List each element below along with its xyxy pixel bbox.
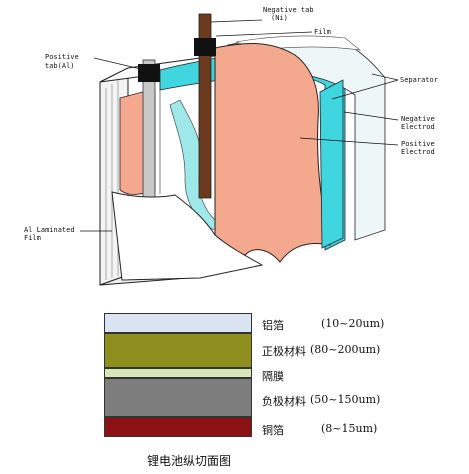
layer-thickness-0: (10~20um): [321, 317, 385, 330]
layer-negative-material: [104, 378, 252, 417]
separator-label: Separator: [400, 76, 438, 84]
negative-electrode-front: [319, 79, 344, 249]
front-laminate: [111, 191, 264, 281]
positive-tab: [138, 59, 160, 201]
negative-electrode-label-2: Electrod: [401, 123, 435, 131]
positive-tab-label: Positive: [45, 53, 79, 61]
negative-electrode-label: Negative: [401, 115, 435, 123]
negative-tab-material-label: (Ni): [271, 14, 288, 22]
layer-copper-foil: [104, 417, 252, 437]
leader-lines: [80, 19, 399, 232]
negative-tab-label: Negative tab: [263, 6, 314, 14]
layer-name-2: 隔膜: [262, 370, 284, 383]
layer-thickness-1: (80~200um): [310, 343, 381, 356]
layer-positive-material: [104, 333, 252, 368]
film-label: Film: [314, 28, 331, 36]
al-laminated-label: Al Laminated: [24, 226, 75, 234]
layer-thickness-4: (8~15um): [321, 422, 378, 435]
layer-name-1: 正极材料: [262, 345, 306, 358]
positive-tab-material-label: tab(Al): [45, 62, 75, 70]
layer-name-3: 负极材料: [262, 395, 306, 408]
layer-separator: [104, 368, 252, 378]
al-laminated-label-2: Film: [24, 234, 41, 242]
positive-electrode-label-2: Electrod: [401, 148, 435, 156]
layer-name-0: 铝箔: [262, 319, 284, 332]
caption: 锂电池纵切面图: [147, 454, 232, 468]
negative-tab: [194, 13, 216, 199]
positive-electrode-label: Positive: [401, 140, 435, 148]
layer-thickness-3: (50~150um): [310, 393, 381, 406]
layer-name-4: 铜箔: [262, 424, 284, 437]
layer-al-foil: [104, 313, 252, 333]
